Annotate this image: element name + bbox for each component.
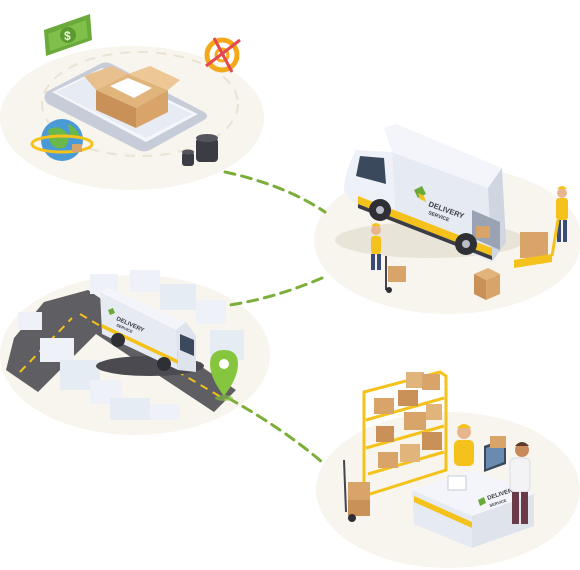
customer-person	[490, 436, 531, 524]
open-box-icon	[84, 66, 180, 128]
location-pin-icon	[210, 350, 238, 401]
small-van: DELIVERY SERVICE	[96, 288, 204, 376]
worker-pallet-jack	[514, 186, 568, 268]
large-van: DELIVERY SERVICE	[335, 124, 525, 262]
target-icon	[204, 37, 241, 73]
dashed-path-1	[223, 170, 327, 214]
dashed-path-3	[226, 396, 324, 464]
globe-icon	[30, 119, 94, 161]
banknote-icon: $	[44, 14, 92, 56]
counter-brand-line2: SERVICE	[489, 498, 507, 508]
small-van-brand-line2: SERVICE	[116, 322, 134, 334]
worker-hand-truck-left	[371, 223, 406, 293]
platform-top-left-dash-ring	[41, 51, 239, 157]
dashed-path-2	[228, 276, 324, 307]
weight-set	[182, 134, 218, 166]
banknote-symbol: $	[64, 29, 71, 43]
shelving-unit	[362, 370, 448, 496]
hand-truck-boxes	[343, 459, 370, 522]
clerk-worker	[454, 424, 474, 466]
city-block	[6, 270, 244, 420]
ground-boxes	[474, 268, 500, 300]
